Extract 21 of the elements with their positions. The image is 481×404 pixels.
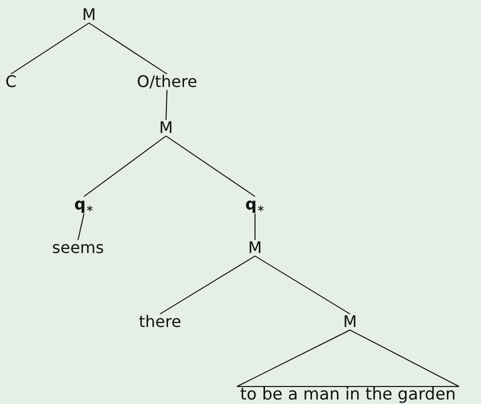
tree-node-label: M (247, 238, 263, 258)
tree-node-label: M (342, 312, 358, 332)
tree-branch-line (166, 90, 168, 120)
tree-node-label: M (81, 6, 97, 24)
tree-node-label: M (158, 118, 174, 138)
tree-branch-line (254, 256, 350, 314)
tree-branch-line (160, 256, 256, 314)
tree-node-label: to be a man in the garden (239, 386, 457, 404)
tree-branch-line (78, 213, 84, 240)
tree-node-label: q$_{∗}$ (244, 195, 266, 215)
tree-node-label: seems (51, 238, 105, 258)
tree-branch-line (254, 213, 256, 240)
triangle-connector (236, 329, 460, 387)
tree-node-label: C (4, 72, 18, 92)
tree-branch-line (166, 136, 256, 197)
tree-node-label: there (138, 312, 182, 332)
tree-branch-line (10, 22, 90, 74)
tree-node-label: O/there (136, 72, 198, 92)
tree-branch-line (84, 136, 166, 197)
tree-branch-line (88, 22, 168, 74)
tree-node-label: q$_{∗}$ (73, 195, 95, 215)
